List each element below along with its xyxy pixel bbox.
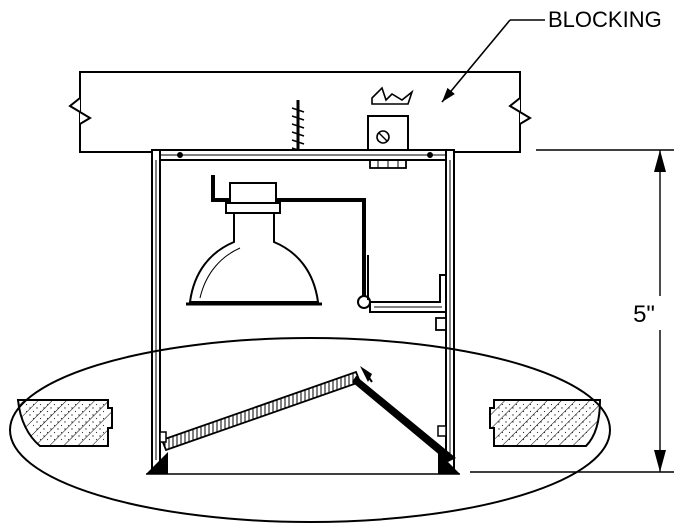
housing-right-wall (445, 149, 455, 469)
blocking-joist (68, 71, 532, 153)
height-dimension-label: 5" (633, 301, 655, 328)
blocking-label: BLOCKING (548, 7, 662, 32)
lamp-bracket (369, 274, 447, 331)
height-dimension (470, 149, 674, 473)
ceiling-tile-right (489, 399, 602, 447)
conduit-wire (211, 175, 371, 309)
ceiling-detail-ellipse (9, 337, 611, 523)
blocking-leader (441, 19, 545, 103)
housing-top-rail (153, 149, 453, 161)
housing-left-wall (151, 149, 161, 469)
lamp (186, 182, 322, 306)
ceiling-tile-left (16, 399, 113, 447)
reflector-panel (352, 371, 456, 462)
bottom-trim (146, 425, 460, 475)
louver-diffuser (160, 366, 372, 452)
